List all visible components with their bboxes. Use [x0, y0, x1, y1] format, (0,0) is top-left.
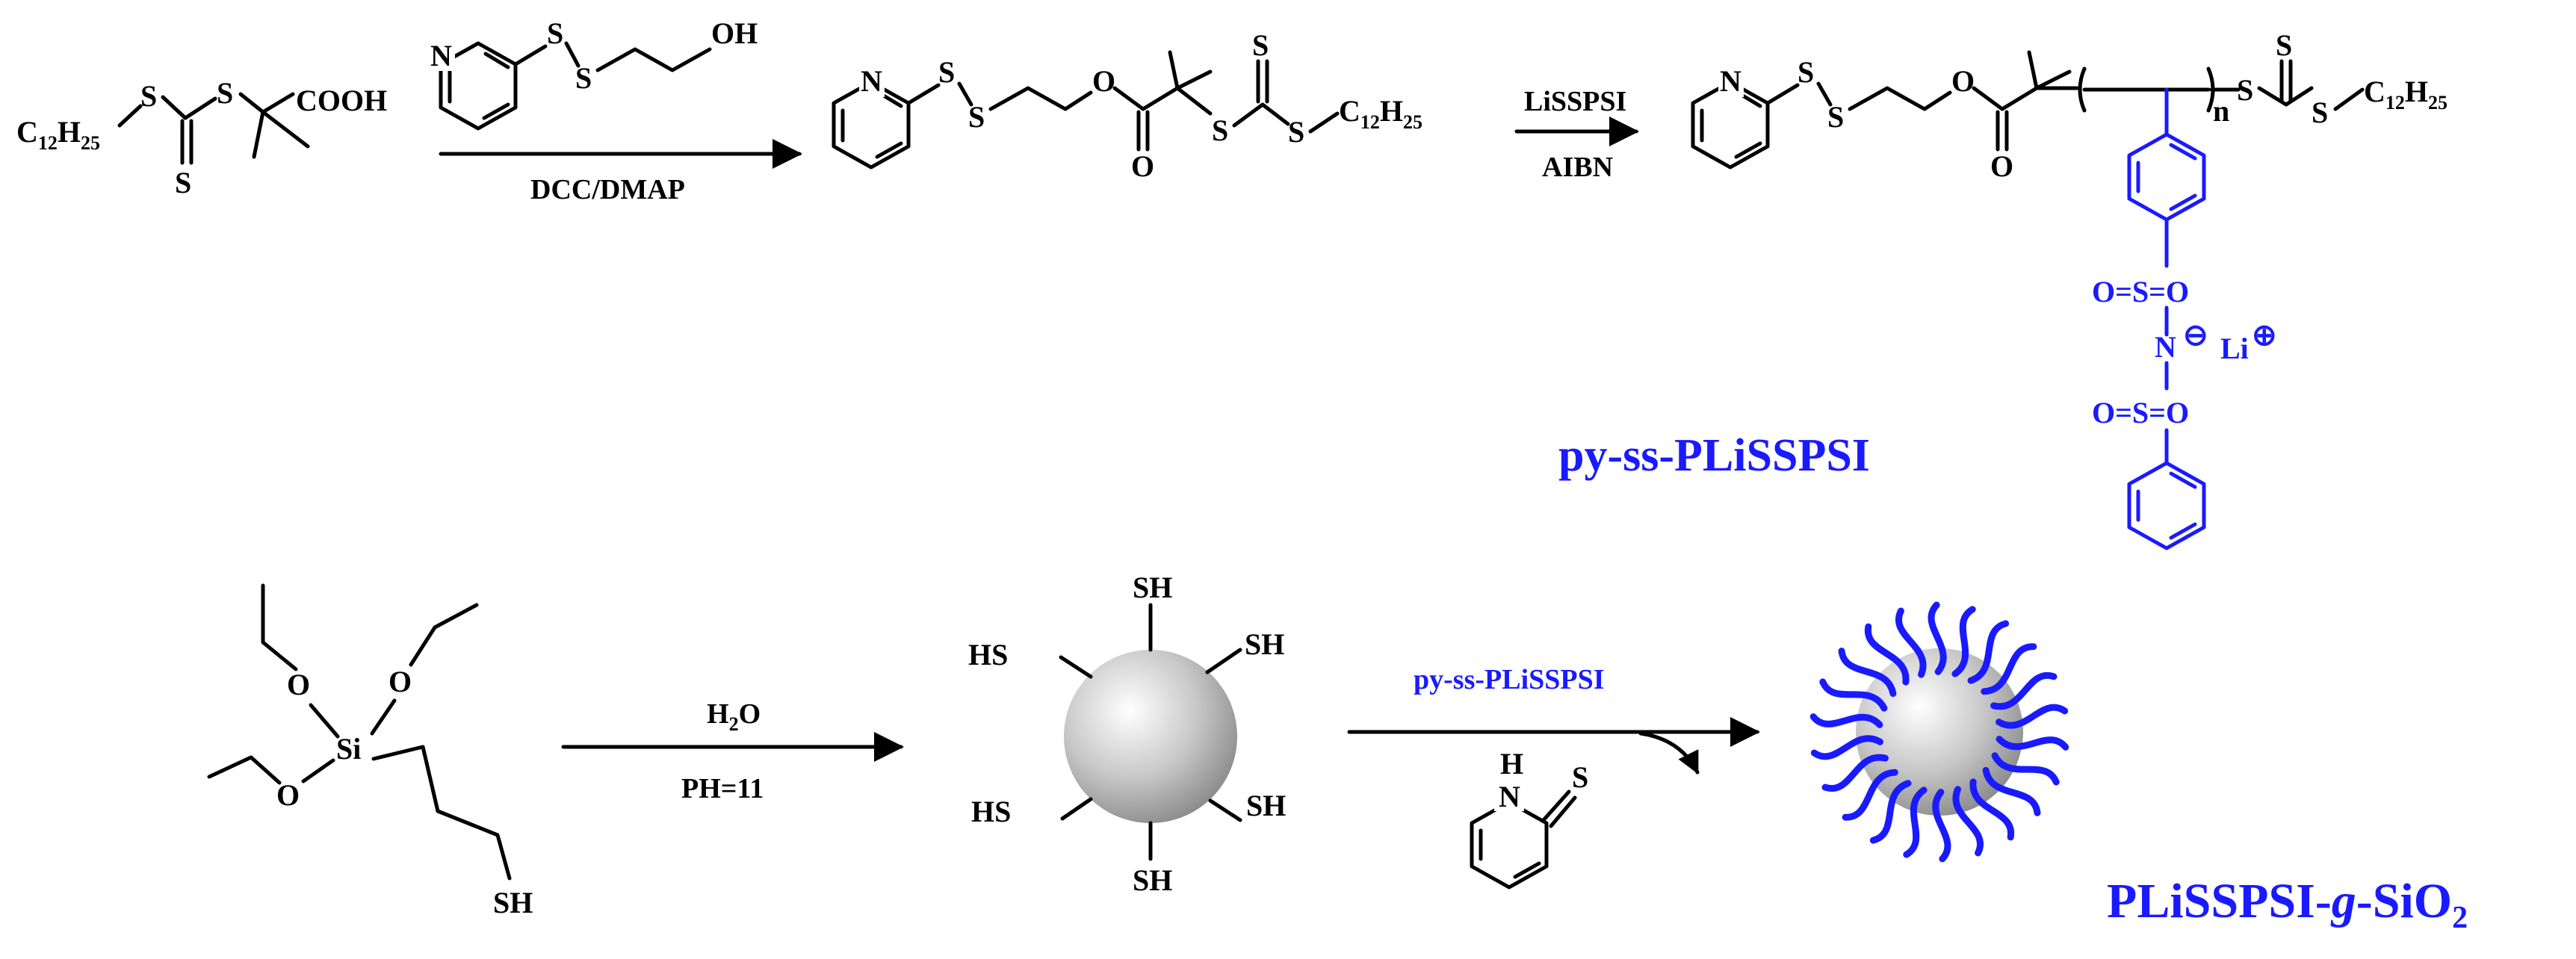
- atom-o: O: [1092, 64, 1115, 98]
- polymer-chain: [1952, 786, 1984, 857]
- polymer-chain: [1869, 780, 1912, 844]
- reagent-ph: PH=11: [681, 773, 764, 804]
- sulfonyl-1: O=S=O: [2092, 275, 2189, 308]
- polymer-chain: [1996, 704, 2069, 729]
- polymer-chain: [1809, 713, 1883, 728]
- polymer-chain: [1838, 648, 1897, 698]
- atom-sh: SH: [493, 886, 533, 919]
- atom-si: Si: [336, 732, 361, 766]
- atom-s: S: [1288, 115, 1304, 149]
- py-ss-cta-molecule: N S S O O S S S C12H25: [832, 28, 1422, 183]
- reagent-initiator: AIBN: [1542, 152, 1613, 183]
- repeat-n: n: [2213, 94, 2229, 128]
- thiol-top-right: SH: [1245, 627, 1284, 661]
- atom-s: S: [2237, 73, 2253, 107]
- atom-o: O: [388, 665, 412, 698]
- atom-s-thione: S: [1572, 760, 1588, 794]
- polymer-chain: [1842, 769, 1898, 821]
- atom-s-thione: S: [2276, 28, 2292, 62]
- polymer-chain: [1865, 623, 1910, 686]
- polymer-chain: [1981, 643, 2037, 695]
- polymer-chain: [1991, 752, 2060, 786]
- polymer-chain: [1819, 678, 1888, 712]
- composite-name-label: PLiSSPSI-g-SiO2: [2107, 874, 2468, 935]
- polymer-chain: [1932, 789, 1951, 863]
- charge-minus: ⊖: [2183, 318, 2208, 352]
- atom-s: S: [1212, 114, 1228, 147]
- polymer-chain: [1982, 766, 2041, 816]
- atom-n: N: [1499, 780, 1520, 813]
- atom-s: S: [547, 16, 563, 50]
- polymer-chain: [1996, 736, 2069, 751]
- thiol-top: SH: [1133, 571, 1172, 604]
- atom-o: O: [1951, 64, 1975, 98]
- atom-o-carbonyl: O: [1131, 149, 1154, 183]
- atom-cooh: COOH: [296, 84, 387, 117]
- polymer-brushes: [1809, 601, 2069, 863]
- polymer-chain: [1928, 601, 1947, 675]
- thiol-bottom-left: HS: [971, 795, 1011, 828]
- grafted-nanoparticle: [1809, 601, 2069, 863]
- atom-li: Li: [2220, 332, 2249, 365]
- polymer-chain: [1810, 735, 1883, 760]
- sulfonyl-2: O=S=O: [2092, 396, 2189, 429]
- charge-plus: ⊕: [2252, 318, 2277, 352]
- silica-sphere: [1064, 650, 1237, 823]
- reagent-monomer: LiSSPSI: [1524, 86, 1626, 117]
- atom-s: S: [1827, 100, 1844, 134]
- atom-s-thione: S: [1252, 28, 1269, 62]
- byproduct-arrow: [1638, 731, 1700, 775]
- atom-o: O: [287, 668, 310, 701]
- reagent-water: H2O: [707, 698, 761, 735]
- polymer-chain: [1903, 786, 1928, 858]
- pyridyl-disulfide-ethanol: N S S OH: [430, 16, 758, 131]
- atom-s2: S: [217, 76, 233, 110]
- c12h25-label: C12H25: [16, 115, 100, 154]
- polymer-chain: [1990, 671, 2058, 710]
- reagent-graft: py-ss-PLiSSPSI: [1414, 664, 1605, 695]
- atom-s: S: [2312, 96, 2328, 129]
- c12h25-label: C12H25: [1339, 94, 1422, 133]
- py-ss-plisspsi-molecule: N S S O O n S S S C12H25 O=S=: [1691, 28, 2447, 550]
- atom-oh: OH: [711, 16, 758, 50]
- atom-s-thione: S: [175, 166, 191, 199]
- atom-o-carbonyl: O: [1990, 149, 2013, 183]
- atom-s1: S: [140, 79, 157, 113]
- atom-s: S: [1798, 55, 1814, 89]
- atom-n-imide: N: [2155, 330, 2176, 364]
- atom-n: N: [1720, 64, 1741, 98]
- thiol-bottom-right: SH: [1246, 789, 1286, 822]
- polymer-chain: [1951, 606, 1976, 677]
- polymer-name-label: py-ss-PLiSSPSI: [1558, 430, 1870, 481]
- thiol-bottom: SH: [1133, 863, 1172, 897]
- polymer-chain: [1895, 607, 1927, 678]
- thiol-silica-particle: SH SH HS HS SH SH: [968, 571, 1286, 897]
- atom-h: H: [1500, 747, 1523, 780]
- atom-n: N: [861, 64, 882, 98]
- reagent-dcc-dmap: DCC/DMAP: [530, 174, 685, 205]
- thiol-top-left: HS: [968, 638, 1008, 671]
- polymer-chain: [1821, 754, 1889, 792]
- atom-s: S: [575, 61, 592, 95]
- atom-s: S: [938, 55, 955, 89]
- cta-molecule: C12H25 S S S COOH: [16, 76, 387, 199]
- c12h25-label: C12H25: [2364, 75, 2447, 114]
- polymer-chain: [1969, 778, 2014, 841]
- atom-s: S: [968, 100, 985, 134]
- polymer-chain: [1967, 620, 2010, 684]
- atom-n: N: [430, 39, 452, 72]
- mptes-molecule: Si O O O SH: [207, 583, 533, 919]
- pyridinethione-byproduct: H N N S: [1470, 747, 1588, 890]
